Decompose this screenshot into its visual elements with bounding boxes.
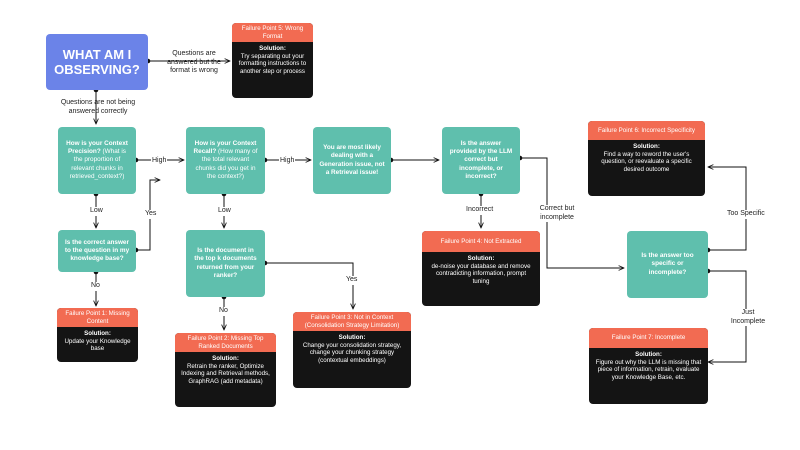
- edge-label-low-1: Low: [90, 207, 103, 216]
- fp5-title: Failure Point 5: Wrong Format: [232, 23, 313, 42]
- precision-detail: (What is the proportion of relevant chun…: [69, 148, 126, 180]
- edge-label-format-wrong: Questions are answered but the format is…: [167, 50, 221, 74]
- edge-label-no-2: No: [219, 307, 228, 316]
- specific-text: Is the answer too specific or incomplete…: [641, 252, 694, 276]
- node-context-precision: How is your Context Precision? (What is …: [58, 127, 136, 194]
- node-generation-issue: You are most likely dealing with a Gener…: [313, 127, 391, 194]
- node-top-k: Is the document in the top k documents r…: [186, 230, 265, 297]
- edge-label-no-1: No: [91, 282, 100, 291]
- failure-point-3: Failure Point 3: Not in Context (Consoli…: [293, 312, 411, 388]
- precision-question: How is your Context Precision?: [66, 139, 128, 156]
- generation-text: You are most likely dealing with a Gener…: [319, 144, 385, 176]
- fp3-title: Failure Point 3: Not in Context (Consoli…: [293, 312, 411, 331]
- fp1-title: Failure Point 1: Missing Content: [57, 308, 138, 327]
- fp3-solution: Change your consolidation strategy, chan…: [302, 341, 402, 364]
- start-line2: OBSERVING?: [54, 62, 140, 77]
- fp6-solution-label: Solution:: [633, 143, 660, 150]
- edge-topk-to-fp3: [265, 262, 353, 309]
- fp1-solution: Update your Knowledge base: [64, 337, 131, 353]
- fp2-solution: Retrain the ranker, Optimize Indexing an…: [181, 362, 270, 385]
- failure-point-2: Failure Point 2: Missing Top Ranked Docu…: [175, 333, 276, 407]
- top-k-text: Is the document in the top k documents r…: [194, 247, 257, 279]
- fp2-title: Failure Point 2: Missing Top Ranked Docu…: [175, 333, 276, 352]
- recall-detail: (How many of the total relevant chunks d…: [195, 148, 258, 180]
- fp4-title: Failure Point 4: Not Extracted: [422, 231, 540, 252]
- start-line1: WHAT AM I: [62, 47, 132, 62]
- fp3-solution-label: Solution:: [338, 334, 366, 341]
- edge-label-not-correct: Questions are not being answered correct…: [60, 99, 136, 115]
- fp5-solution-label: Solution:: [259, 45, 286, 52]
- fp1-solution-label: Solution:: [84, 330, 111, 337]
- fp7-solution-label: Solution:: [635, 351, 662, 358]
- edge-specific-to-fp6: [708, 167, 747, 251]
- edge-label-yes-2: Yes: [346, 276, 358, 285]
- llm-correct-text: Is the answer provided by the LLM correc…: [449, 139, 513, 180]
- fp7-title: Failure Point 7: Incomplete: [589, 328, 708, 348]
- failure-point-4: Failure Point 4: Not Extracted Solution:…: [422, 231, 540, 306]
- edge-label-yes-1: Yes: [145, 210, 157, 219]
- edge-label-high-1: High: [151, 157, 168, 166]
- start-node: WHAT AM I OBSERVING?: [46, 34, 148, 90]
- node-specificity: Is the answer too specific or incomplete…: [627, 231, 708, 298]
- edge-label-high-2: High: [279, 157, 296, 166]
- fp4-solution-label: Solution:: [467, 255, 495, 262]
- edge-label-correct-incomplete: Correct but incomplete: [536, 205, 578, 222]
- fp7-solution: Figure out why the LLM is missing that p…: [595, 358, 702, 381]
- node-context-recall: How is your Context Recall? (How many of…: [186, 127, 265, 194]
- edge-label-incorrect: Incorrect: [466, 206, 494, 215]
- failure-point-5: Failure Point 5: Wrong Format Solution:T…: [232, 23, 313, 98]
- node-knowledge-base: Is the correct answer to the question in…: [58, 230, 136, 272]
- fp4-solution: de-noise your database and remove contra…: [431, 262, 531, 285]
- recall-question: How is your Context Recall?: [193, 139, 257, 156]
- fp5-solution: Try separating out your formatting instr…: [238, 52, 307, 75]
- kb-answer-text: Is the correct answer to the question in…: [64, 238, 130, 263]
- fp2-solution-label: Solution:: [212, 355, 239, 362]
- fp6-title: Failure Point 6: Incorrect Specificity: [588, 121, 705, 140]
- failure-point-7: Failure Point 7: Incomplete Solution:Fig…: [589, 328, 708, 404]
- node-llm-correctness: Is the answer provided by the LLM correc…: [442, 127, 520, 194]
- failure-point-6: Failure Point 6: Incorrect Specificity S…: [588, 121, 705, 196]
- fp6-solution: Find a way to reword the user's question…: [601, 150, 692, 173]
- edge-label-low-2: Low: [218, 207, 231, 216]
- failure-point-1: Failure Point 1: Missing Content Solutio…: [57, 308, 138, 362]
- edge-label-too-specific: Too Specific: [727, 210, 765, 219]
- edge-label-just-incomplete: Just Incomplete: [728, 309, 768, 326]
